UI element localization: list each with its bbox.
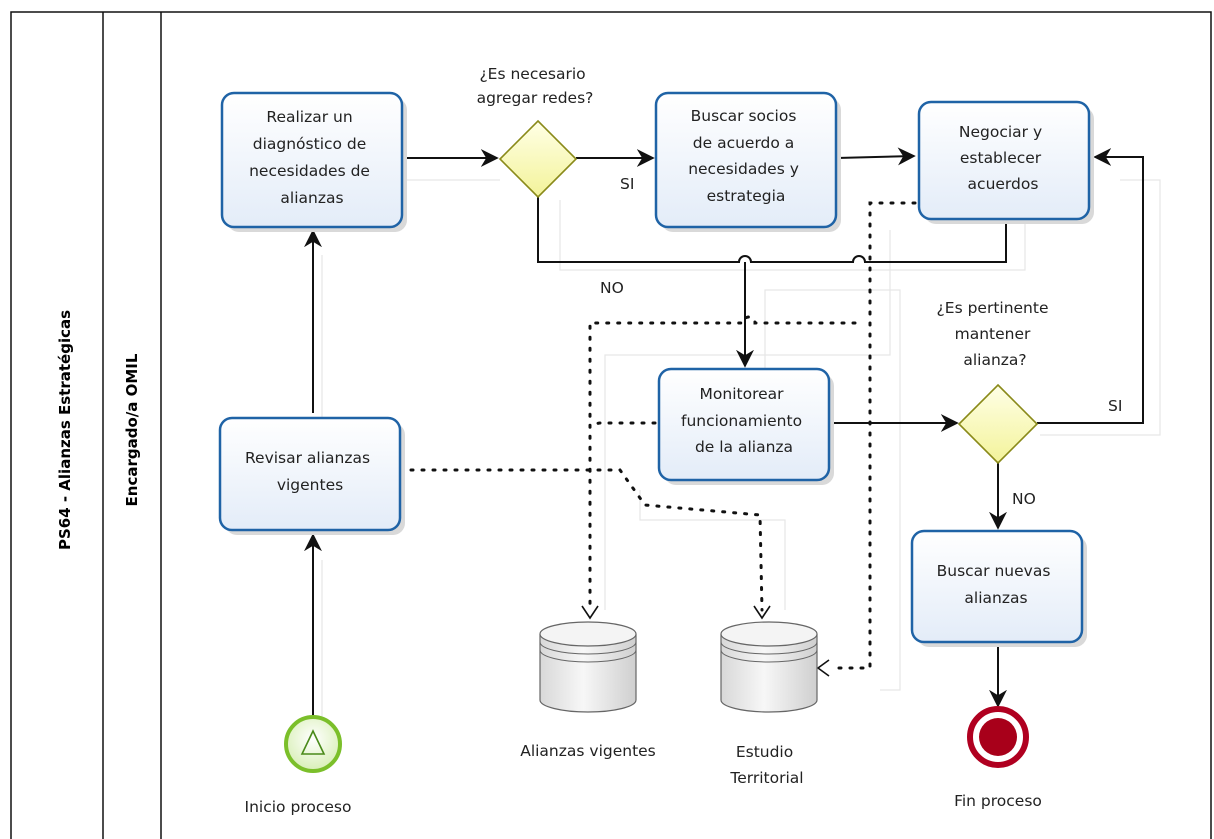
pool-label: PS64 - Alianzas Estratégicas [56, 310, 74, 550]
task-negociar-line1: Negociar y [959, 123, 1042, 141]
gateway-pertinente-line1: ¿Es pertinente [937, 299, 1049, 317]
task-negociar[interactable]: Negociar y establecer acuerdos [917, 100, 1094, 224]
datastore-estudio-line1: Estudio [736, 743, 793, 761]
sequence-flows [304, 147, 1144, 716]
svg-text:Realizar un diagnóstico: Realizar un diagnóstico de necesidades d… [249, 108, 375, 207]
task-monitorear-line2: funcionamiento [681, 412, 802, 430]
task-revisar-line1: Revisar alianzas [245, 449, 370, 467]
start-event-label: Inicio proceso [245, 798, 352, 816]
task-diagnostico-line3: necesidades de [249, 162, 370, 180]
gateway-pertinente-line2: mantener [955, 325, 1031, 343]
association-arrowheads [581, 605, 830, 677]
datastore-estudio-territorial-label: Estudio Territorial [729, 743, 803, 787]
flow-label-redes-si: SI [620, 175, 634, 193]
pool-frame [10, 11, 1212, 839]
lane-label: Encargado/a OMIL [123, 353, 141, 506]
svg-text:Buscar socios de acuerd: Buscar socios de acuerdo a necesidades y… [688, 107, 804, 205]
triangle-icon [300, 729, 326, 755]
task-monitorear[interactable]: Monitorear funcionamiento de la alianza [657, 367, 834, 485]
flow-label-pertinente-no: NO [1012, 490, 1036, 508]
gateway-agregar-redes-line1: ¿Es necesario [479, 65, 585, 83]
gateway-agregar-redes-line2: agregar redes? [477, 89, 594, 107]
data-associations [398, 201, 917, 670]
datastore-alianzas-vigentes[interactable] [539, 621, 637, 713]
flow-buscar-to-negociar [836, 147, 916, 166]
task-buscar-nuevas[interactable]: Buscar nuevas alianzas [910, 529, 1087, 647]
task-buscar-socios-line3: necesidades y [688, 160, 799, 178]
task-negociar-line2: establecer [960, 149, 1042, 167]
datastore-alianzas-vigentes-label: Alianzas vigentes [520, 742, 656, 760]
end-event[interactable] [967, 706, 1029, 768]
task-buscar-nuevas-line2: alianzas [964, 589, 1027, 607]
task-buscar-socios[interactable]: Buscar socios de acuerdo a necesidades y… [654, 91, 841, 232]
flow-gateway-no-to-monitorear [537, 197, 1007, 263]
task-monitorear-line3: de la alianza [695, 438, 793, 456]
svg-text:Monitorear funcionamient: Monitorear funcionamiento de la alianza [681, 385, 807, 456]
end-event-label: Fin proceso [954, 792, 1042, 810]
svg-text:Revisar alianzas vigente: Revisar alianzas vigentes [245, 449, 375, 494]
task-buscar-socios-line2: de acuerdo a [693, 134, 795, 152]
task-diagnostico-line4: alianzas [280, 189, 343, 207]
flow-label-redes-no: NO [600, 279, 624, 297]
gateway-agregar-redes[interactable] [498, 119, 578, 199]
gateway-pertinente-line3: alianza? [963, 351, 1026, 369]
task-revisar[interactable]: Revisar alianzas vigentes [218, 416, 405, 535]
svg-text:Negociar y establecer: Negociar y establecer acuerdos [959, 123, 1047, 193]
task-buscar-nuevas-line1: Buscar nuevas [937, 562, 1051, 580]
flow-gateway2-si-to-negociar [1037, 148, 1144, 424]
svg-text:Buscar nuevas alianzas: Buscar nuevas alianzas [937, 562, 1056, 607]
gateway-pertinente[interactable] [957, 383, 1039, 465]
task-negociar-line3: acuerdos [968, 175, 1039, 193]
datastore-estudio-line2: Territorial [729, 769, 803, 787]
task-monitorear-line1: Monitorear [700, 385, 785, 403]
task-buscar-socios-line4: estrategia [707, 187, 786, 205]
gateway-pertinente-label: ¿Es pertinente mantener alianza? [937, 299, 1054, 369]
task-diagnostico-line2: diagnóstico de [253, 135, 367, 153]
task-diagnostico-line1: Realizar un [266, 108, 352, 126]
gateway-agregar-redes-label: ¿Es necesario agregar redes? [477, 65, 594, 107]
start-event[interactable] [284, 715, 342, 773]
task-revisar-line2: vigentes [277, 476, 343, 494]
datastore-estudio-territorial[interactable] [720, 621, 818, 713]
task-buscar-socios-line1: Buscar socios [691, 107, 797, 125]
flow-label-pertinente-si: SI [1108, 397, 1122, 415]
task-diagnostico[interactable]: Realizar un diagnóstico de necesidades d… [220, 91, 407, 232]
